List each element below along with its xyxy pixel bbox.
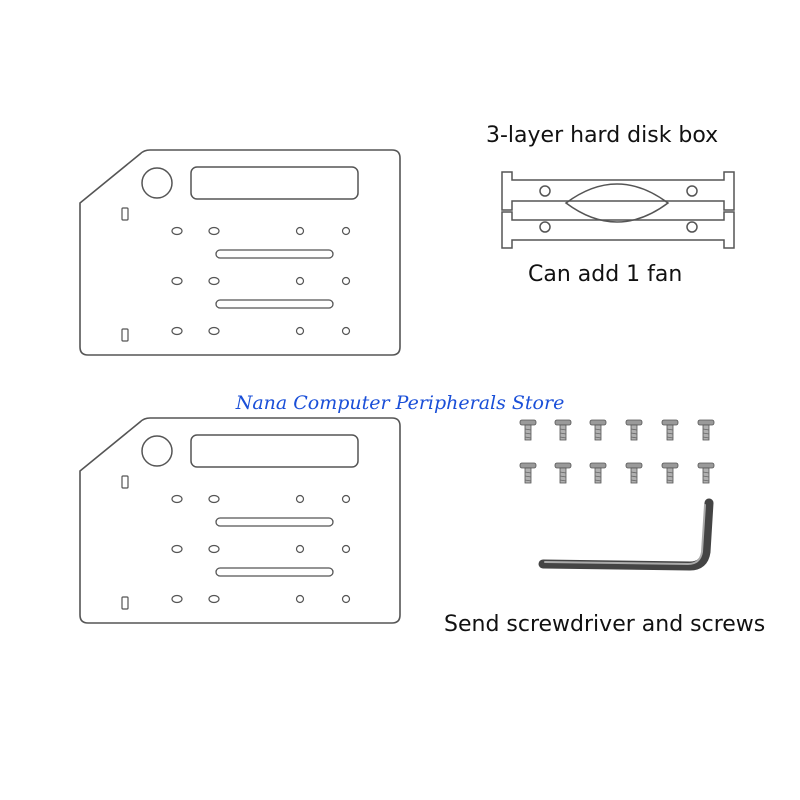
store-watermark: Nana Computer Peripherals Store <box>235 392 565 414</box>
screw <box>554 462 572 484</box>
screw <box>554 419 572 441</box>
screw <box>519 462 537 484</box>
fan-bracket <box>501 171 735 249</box>
screw <box>661 419 679 441</box>
screw-set <box>519 419 715 484</box>
tools-caption: Send screwdriver and screws <box>444 612 766 637</box>
screw <box>589 462 607 484</box>
screw <box>589 419 607 441</box>
screw <box>625 462 643 484</box>
bottom-mounting-plate <box>79 417 401 624</box>
fan-caption: Can add 1 fan <box>528 262 683 287</box>
screw <box>625 419 643 441</box>
hard-disk-box-title: 3-layer hard disk box <box>486 123 719 148</box>
screw <box>661 462 679 484</box>
screw <box>519 419 537 441</box>
hex-key-wrench <box>538 498 714 571</box>
screw <box>697 419 715 441</box>
screw <box>697 462 715 484</box>
top-mounting-plate <box>79 149 401 356</box>
